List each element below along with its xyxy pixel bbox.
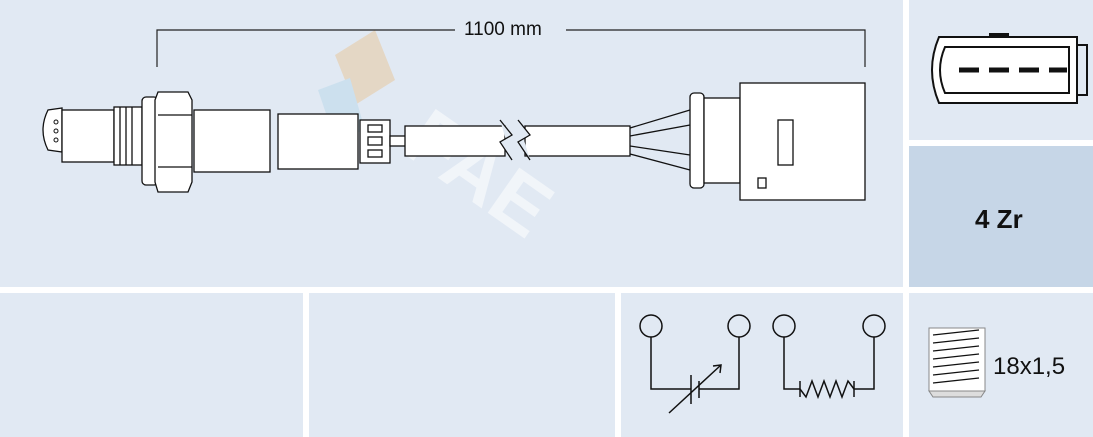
connector-panel [909, 0, 1093, 140]
svg-text:FAE: FAE [390, 92, 569, 254]
sensor-type-panel: 4 Zr [909, 146, 1093, 287]
lambda-sensor-drawing: FAE [42, 29, 866, 254]
thread-size-label: 18x1,5 [993, 353, 1066, 380]
empty-panel-1 [0, 293, 303, 437]
heater-resistor-symbol [772, 314, 886, 400]
wiring-symbols [639, 314, 886, 414]
connector-4-pin-icon [931, 33, 1088, 104]
thread-icon [928, 327, 986, 398]
cable-length-label: 1100 mm [464, 19, 542, 40]
empty-panel-2 [309, 293, 615, 437]
sensor-drawing-panel: FAE [0, 0, 903, 287]
thread-panel: 18x1,5 [909, 293, 1093, 437]
wiring-panel [621, 293, 903, 437]
sensor-type-label: 4 Zr [975, 204, 1023, 234]
variable-capacitor-symbol [639, 314, 751, 414]
